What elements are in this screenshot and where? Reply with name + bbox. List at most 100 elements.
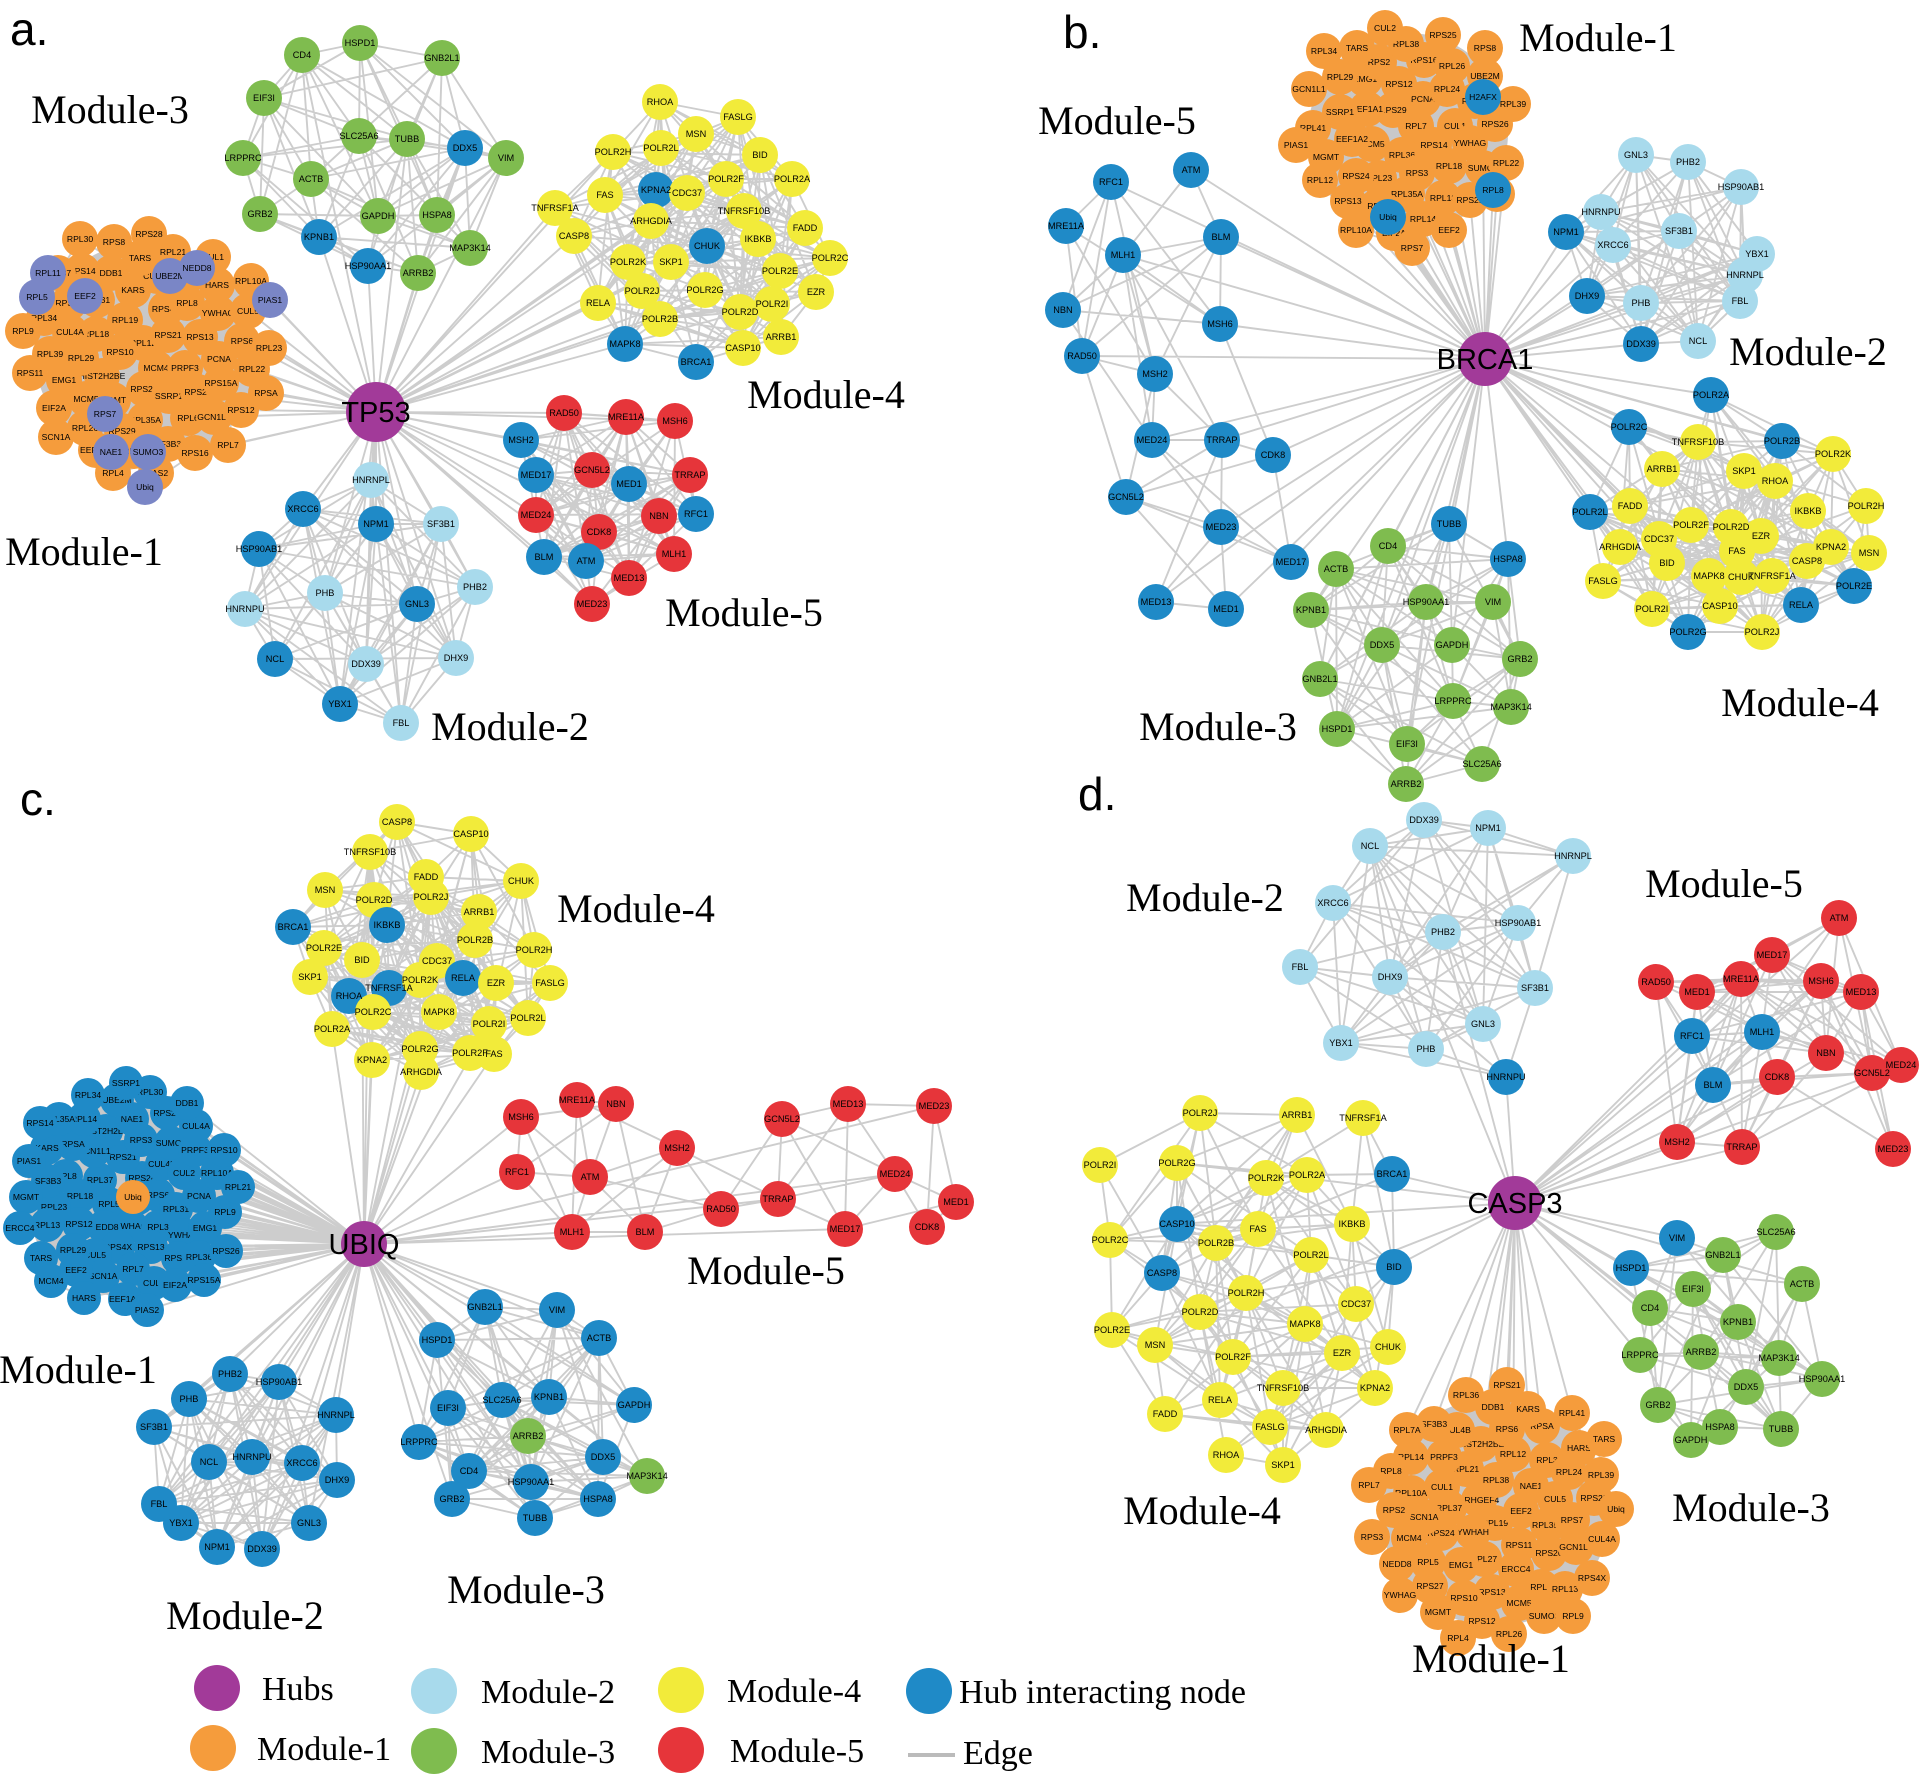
svg-text:RPL8: RPL8 (55, 1171, 77, 1181)
svg-text:RPL21: RPL21 (225, 1182, 251, 1192)
svg-text:PHB2: PHB2 (1431, 927, 1455, 937)
svg-text:RPSA: RPSA (1530, 1421, 1554, 1431)
svg-text:MAP3K14: MAP3K14 (1758, 1353, 1799, 1363)
svg-text:MSH6: MSH6 (1207, 319, 1233, 329)
svg-text:CDC37: CDC37 (1341, 1299, 1371, 1309)
svg-text:Module-2: Module-2 (166, 1593, 324, 1638)
svg-text:GCN5L2: GCN5L2 (764, 1114, 800, 1124)
svg-text:ACTB: ACTB (1324, 564, 1349, 574)
svg-text:FAS: FAS (1728, 546, 1745, 556)
svg-text:CD4: CD4 (293, 50, 311, 60)
svg-text:MSH2: MSH2 (1664, 1137, 1690, 1147)
svg-text:FAS: FAS (485, 1049, 502, 1059)
svg-text:FASLG: FASLG (535, 978, 565, 988)
svg-text:MAPK8: MAPK8 (423, 1007, 454, 1017)
svg-text:BLM: BLM (535, 552, 554, 562)
svg-text:TARS: TARS (129, 253, 152, 263)
svg-text:MSN: MSN (1859, 548, 1879, 558)
svg-text:POLR2G: POLR2G (686, 285, 723, 295)
svg-text:RPL12: RPL12 (130, 338, 156, 348)
svg-text:RPL37: RPL37 (1436, 1503, 1462, 1513)
svg-text:KPNB1: KPNB1 (1723, 1317, 1753, 1327)
svg-text:KARS: KARS (35, 1143, 59, 1153)
svg-text:RPS21: RPS21 (109, 1152, 136, 1162)
svg-text:RPL10A: RPL10A (1340, 225, 1372, 235)
svg-text:UBIQ: UBIQ (329, 1229, 400, 1261)
svg-text:POLR2A: POLR2A (1289, 1170, 1326, 1180)
svg-text:CDK8: CDK8 (915, 1222, 940, 1232)
svg-text:RPS7: RPS7 (94, 409, 117, 419)
svg-text:PIAS1: PIAS1 (258, 295, 283, 305)
svg-text:POLR2H: POLR2H (1228, 1288, 1265, 1298)
svg-text:POLR2I: POLR2I (1084, 1160, 1117, 1170)
svg-text:DHX9: DHX9 (1378, 972, 1403, 982)
svg-text:RPL12: RPL12 (1307, 175, 1333, 185)
svg-text:BLM: BLM (1704, 1080, 1723, 1090)
svg-text:RAD50: RAD50 (706, 1204, 736, 1214)
svg-text:CUL1: CUL1 (1444, 121, 1466, 131)
svg-text:MCM4: MCM4 (1396, 1533, 1422, 1543)
svg-text:KPNA2: KPNA2 (357, 1055, 387, 1065)
svg-text:FBL: FBL (1292, 962, 1309, 972)
svg-text:RHOA: RHOA (1213, 1450, 1240, 1460)
svg-text:UBE2M: UBE2M (102, 1095, 132, 1105)
svg-text:ARRB1: ARRB1 (1282, 1110, 1313, 1120)
svg-text:PRPF3: PRPF3 (171, 363, 199, 373)
svg-text:KPNA2: KPNA2 (1816, 542, 1846, 552)
svg-text:DDB1: DDB1 (1482, 1402, 1505, 1412)
svg-text:RPS2: RPS2 (1368, 57, 1391, 67)
svg-text:POLR2K: POLR2K (610, 257, 647, 267)
svg-text:RPL27: RPL27 (1471, 1554, 1497, 1564)
svg-text:FASLG: FASLG (1588, 576, 1618, 586)
svg-text:RPL5: RPL5 (98, 1199, 120, 1209)
svg-text:RPL23: RPL23 (1366, 173, 1392, 183)
svg-text:RPL26: RPL26 (72, 423, 98, 433)
svg-text:Module-4: Module-4 (1123, 1488, 1281, 1533)
svg-text:POLR2A: POLR2A (774, 174, 811, 184)
svg-text:d.: d. (1078, 768, 1116, 820)
svg-text:RPL8: RPL8 (1482, 185, 1504, 195)
svg-text:CUL1: CUL1 (143, 1278, 165, 1288)
svg-text:HIST2H2BE: HIST2H2BE (83, 1126, 130, 1136)
svg-text:POLR2C: POLR2C (1611, 422, 1648, 432)
svg-text:ARRB1: ARRB1 (766, 332, 797, 342)
svg-text:GAPDH: GAPDH (1436, 640, 1469, 650)
svg-text:PHB: PHB (1417, 1044, 1436, 1054)
svg-text:Module-5: Module-5 (1645, 861, 1803, 906)
svg-text:TNFRSF10B: TNFRSF10B (1672, 437, 1725, 447)
svg-text:MED1: MED1 (1213, 604, 1239, 614)
svg-text:POLR2J: POLR2J (1745, 627, 1780, 637)
svg-text:POLR2D: POLR2D (1713, 522, 1750, 532)
svg-text:NPM1: NPM1 (204, 1542, 230, 1552)
svg-text:RPL21: RPL21 (1453, 1464, 1479, 1474)
svg-text:HNRNPU: HNRNPU (232, 1452, 271, 1462)
svg-text:PIAS1: PIAS1 (1284, 140, 1309, 150)
svg-text:Edge: Edge (963, 1735, 1033, 1772)
svg-text:Module-2: Module-2 (1126, 875, 1284, 920)
svg-text:VIM: VIM (549, 1305, 565, 1315)
svg-text:DDX39: DDX39 (1626, 339, 1656, 349)
svg-text:ARHGDIA: ARHGDIA (1305, 1425, 1348, 1435)
svg-text:EZR: EZR (807, 287, 826, 297)
svg-text:NPM1: NPM1 (1475, 823, 1501, 833)
svg-text:RPL30: RPL30 (67, 234, 93, 244)
svg-text:SF3B1: SF3B1 (1665, 226, 1693, 236)
svg-text:FBL: FBL (151, 1499, 168, 1509)
svg-text:DDX5: DDX5 (591, 1452, 616, 1462)
svg-text:GNB2L1: GNB2L1 (1705, 1250, 1740, 1260)
svg-text:POLR2I: POLR2I (473, 1019, 506, 1029)
svg-text:POLR2H: POLR2H (516, 945, 553, 955)
svg-text:HARS: HARS (205, 280, 229, 290)
svg-text:RPL41: RPL41 (1559, 1408, 1585, 1418)
svg-text:HSPA8: HSPA8 (1705, 1422, 1734, 1432)
svg-text:BID: BID (1659, 558, 1675, 568)
svg-text:DDX39: DDX39 (351, 659, 381, 669)
svg-text:GNL3: GNL3 (297, 1518, 321, 1528)
svg-text:MED24: MED24 (521, 510, 552, 520)
svg-text:CD4: CD4 (1379, 541, 1397, 551)
svg-text:GNL3: GNL3 (1624, 150, 1648, 160)
svg-text:RPL13: RPL13 (1430, 193, 1456, 203)
svg-text:PCNA: PCNA (1411, 94, 1435, 104)
svg-text:NCL: NCL (1689, 336, 1707, 346)
svg-text:ARHGDIA: ARHGDIA (1599, 542, 1642, 552)
